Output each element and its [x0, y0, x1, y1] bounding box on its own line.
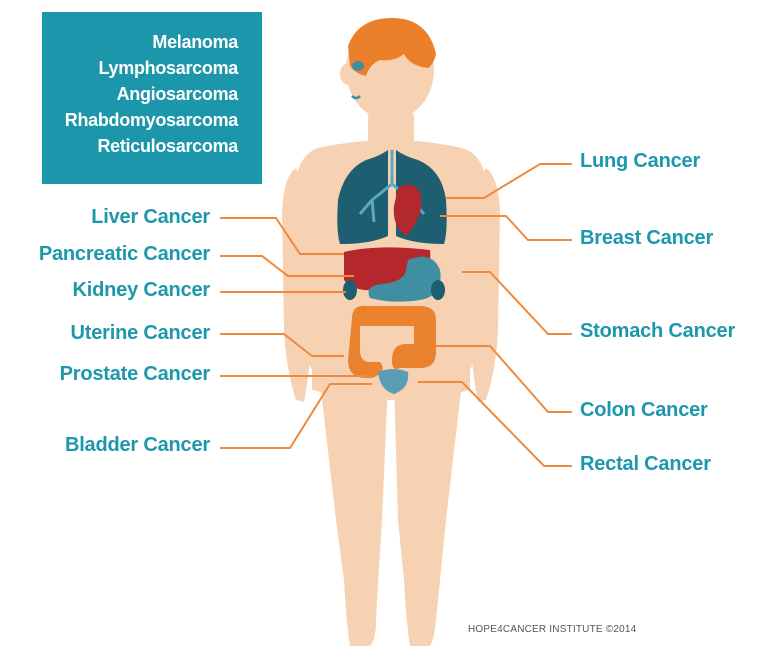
- label-breast-cancer: Breast Cancer: [580, 227, 713, 250]
- label-lung-cancer: Lung Cancer: [580, 150, 700, 173]
- sarcoma-line: Angiosarcoma: [117, 84, 238, 105]
- label-stomach-cancer: Stomach Cancer: [580, 320, 735, 343]
- eye: [352, 61, 364, 71]
- right-kidney: [431, 280, 445, 300]
- label-bladder-cancer: Bladder Cancer: [65, 434, 210, 457]
- sarcoma-line: Reticulosarcoma: [97, 136, 238, 157]
- label-liver-cancer: Liver Cancer: [91, 206, 210, 229]
- copyright-credit: HOPE4CANCER INSTITUTE ©2014: [468, 624, 636, 635]
- body-silhouette: [282, 20, 500, 646]
- label-kidney-cancer: Kidney Cancer: [73, 279, 210, 302]
- label-rectal-cancer: Rectal Cancer: [580, 453, 711, 476]
- label-pancreatic-cancer: Pancreatic Cancer: [39, 243, 210, 266]
- label-uterine-cancer: Uterine Cancer: [71, 322, 210, 345]
- sarcoma-line: Melanoma: [152, 32, 238, 53]
- sarcoma-line: Rhabdomyosarcoma: [65, 110, 238, 131]
- label-prostate-cancer: Prostate Cancer: [60, 363, 210, 386]
- sarcoma-box: Melanoma Lymphosarcoma Angiosarcoma Rhab…: [42, 12, 262, 184]
- label-colon-cancer: Colon Cancer: [580, 399, 708, 422]
- sarcoma-line: Lymphosarcoma: [99, 58, 238, 79]
- left-kidney: [343, 280, 357, 300]
